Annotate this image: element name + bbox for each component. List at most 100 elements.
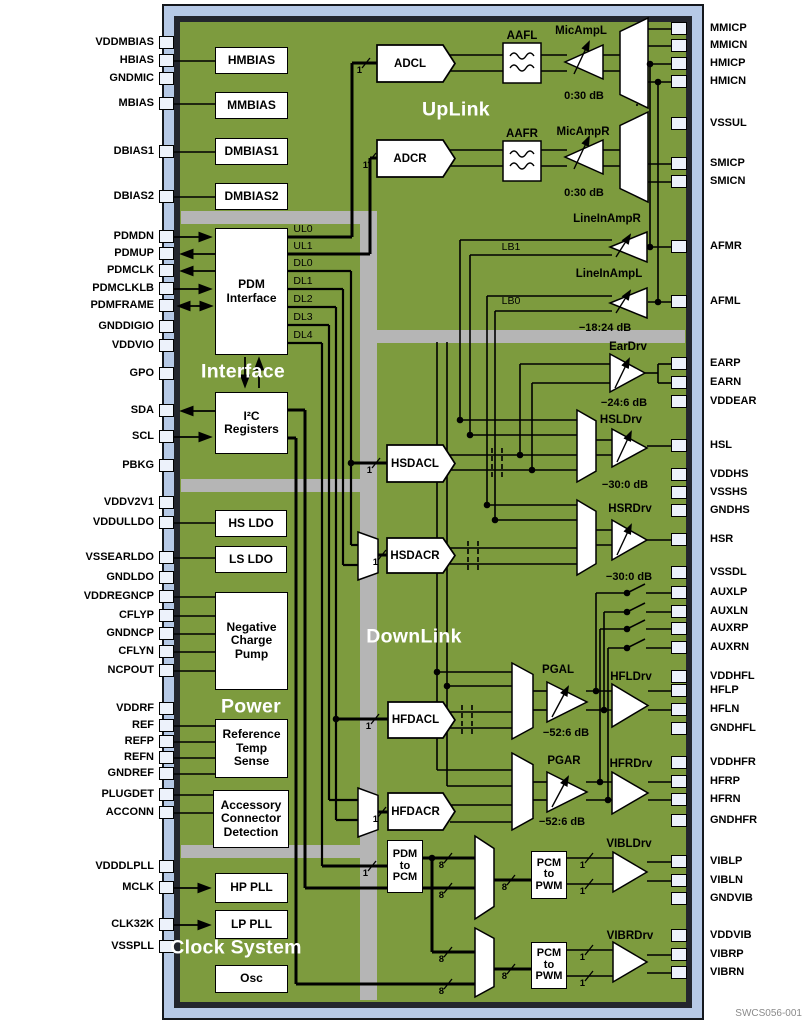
- pin-label-mbias: MBIAS: [118, 97, 154, 109]
- bus-width-number: 1: [372, 814, 378, 825]
- pin-left-gndldo: [159, 571, 174, 584]
- pin-right-hmicn: [671, 75, 687, 88]
- section-label-uplink: UpLink: [422, 98, 490, 121]
- pin-right-smicp: [671, 157, 687, 170]
- pin-right-auxln: [671, 605, 687, 618]
- pin-right-hfrp: [671, 775, 687, 788]
- bus-width-number: 1: [579, 978, 585, 989]
- pin-label-vibrn: VIBRN: [710, 966, 745, 978]
- amp-label: PGAR: [547, 755, 581, 767]
- gain-label: −52:6 dB: [538, 816, 586, 828]
- gain-label: −52:6 dB: [542, 727, 590, 739]
- block-label: MMBIAS: [227, 97, 276, 112]
- pin-left-gndmic: [159, 72, 174, 85]
- pin-right-mmicn: [671, 39, 687, 52]
- amp-label: MicAmpR: [556, 126, 610, 138]
- pin-label-smicp: SMICP: [710, 157, 745, 169]
- bus-label-ul1: UL1: [293, 240, 313, 252]
- pin-label-vddhfr: VDDHFR: [710, 756, 756, 768]
- pin-label-afmr: AFMR: [710, 240, 742, 252]
- block-label: Accessory: [220, 797, 282, 812]
- amp-label: PGAL: [542, 664, 574, 676]
- pin-label-gndhs: GNDHS: [710, 504, 750, 516]
- pin-label-gnddigio: GNDDIGIO: [98, 320, 154, 332]
- block-label: to: [543, 958, 555, 971]
- block-label: PWM: [535, 970, 563, 983]
- bus-label-lb1: LB1: [501, 241, 521, 253]
- pin-left-ncpout: [159, 664, 174, 677]
- pin-label-gndhfl: GNDHFL: [710, 722, 756, 734]
- pin-right-vibln: [671, 874, 687, 887]
- pin-right-smicn: [671, 175, 687, 188]
- pin-left-mclk: [159, 881, 174, 894]
- bus-label-ul0: UL0: [293, 223, 313, 235]
- block-label: HP PLL: [230, 880, 273, 895]
- pin-label-plugdet: PLUGDET: [101, 788, 154, 800]
- converter-label: HFDACR: [391, 805, 440, 818]
- block-label: Connector: [221, 811, 281, 826]
- bus-width-number: 8: [438, 986, 444, 997]
- block-label: PCM: [392, 871, 418, 884]
- pin-label-auxrn: AUXRN: [710, 641, 750, 653]
- pin-label-scl: SCL: [132, 430, 154, 442]
- pin-label-gndncp: GNDNCP: [106, 627, 154, 639]
- pin-label-viblp: VIBLP: [710, 855, 743, 867]
- pin-label-earn: EARN: [710, 376, 742, 388]
- pin-left-pbkg: [159, 459, 174, 472]
- pin-left-acconn: [159, 806, 174, 819]
- bus-width-number: 1: [366, 465, 372, 476]
- amp-label: VIBLDrv: [606, 838, 652, 850]
- pin-label-hfrp: HFRP: [710, 775, 740, 787]
- block-label: Reference: [222, 727, 281, 742]
- pin-label-smicn: SMICN: [710, 175, 746, 187]
- pin-left-vddmbias: [159, 36, 174, 49]
- pin-label-vddmbias: VDDMBIAS: [95, 36, 154, 48]
- pin-label-cflyn: CFLYN: [118, 645, 154, 657]
- pin-label-vddulldo: VDDULLDO: [92, 516, 154, 528]
- block-label: I²C: [243, 408, 260, 423]
- pin-label-vddvib: VDDVIB: [710, 929, 752, 941]
- pin-label-auxln: AUXLN: [710, 605, 748, 617]
- pin-left-vddulldo: [159, 516, 174, 529]
- block-label: Temp: [235, 740, 268, 755]
- pin-label-pdmclklb: PDMCLKLB: [92, 282, 154, 294]
- pin-left-vddvio: [159, 339, 174, 352]
- pin-label-auxrp: AUXRP: [710, 622, 749, 634]
- bus-label-dl4: DL4: [293, 329, 313, 341]
- pin-right-vddvib: [671, 929, 687, 942]
- pin-right-gndhfr: [671, 814, 687, 827]
- pin-left-ref: [159, 719, 174, 732]
- pin-left-cflyp: [159, 609, 174, 622]
- pin-right-vddhfr: [671, 756, 687, 769]
- bus-width-number: 8: [438, 954, 444, 965]
- bus-label-dl0: DL0: [293, 257, 313, 269]
- amp-label: EarDrv: [609, 341, 647, 353]
- bus-width-number: 1: [372, 557, 378, 568]
- pin-right-hfrn: [671, 793, 687, 806]
- bus-width-number: 8: [438, 860, 444, 871]
- pin-left-cflyn: [159, 645, 174, 658]
- bus-width-number: 1: [579, 952, 585, 963]
- pin-label-refn: REFN: [124, 751, 154, 763]
- bus-label-dl2: DL2: [293, 293, 313, 305]
- block-mmbias: MMBIAS: [215, 92, 288, 119]
- pin-label-vddear: VDDEAR: [710, 395, 757, 407]
- block-label: LS LDO: [229, 551, 273, 566]
- pin-right-vibrn: [671, 966, 687, 979]
- pin-label-pdmclk: PDMCLK: [106, 264, 154, 276]
- pin-right-afmr: [671, 240, 687, 253]
- block-hp-pll: HP PLL: [215, 873, 288, 903]
- pin-label-mmicp: MMICP: [710, 22, 747, 34]
- pin-right-vsshs: [671, 486, 687, 499]
- pin-label-gndvib: GNDVIB: [710, 892, 753, 904]
- block-label: to: [399, 859, 411, 872]
- pin-label-hmicp: HMICP: [710, 57, 746, 69]
- pin-left-vdddlpll: [159, 860, 174, 873]
- block-label: DMBIAS1: [224, 143, 279, 158]
- pin-left-clk32k: [159, 918, 174, 931]
